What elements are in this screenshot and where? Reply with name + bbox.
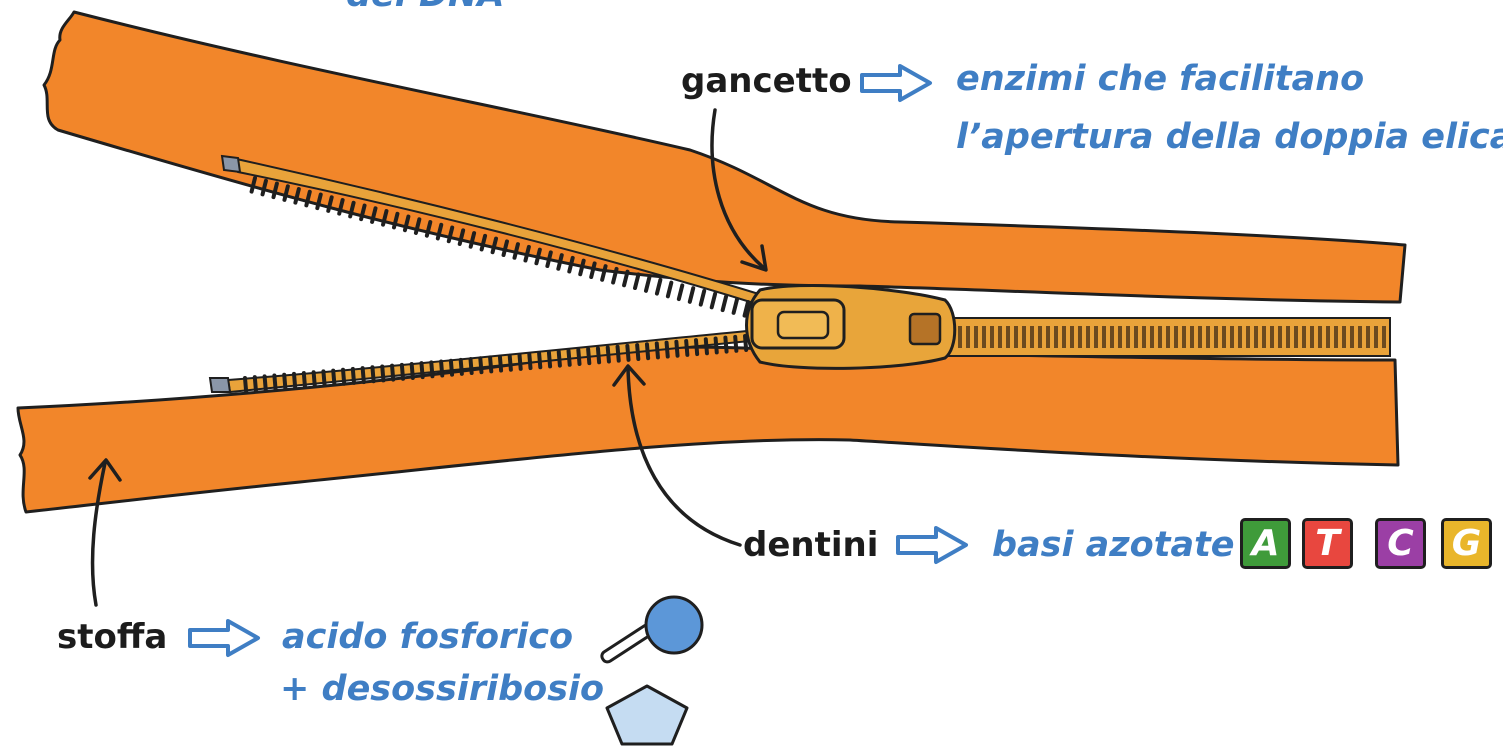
phosphate-circle-icon [600, 597, 702, 664]
base-c-tile: C [1375, 518, 1426, 569]
base-g-tile: G [1441, 518, 1492, 569]
meaning-stoffa-line1: acido fosforico [282, 620, 573, 655]
outline-right-arrow-icon [186, 617, 262, 659]
deoxyribose-pentagon-icon [607, 686, 687, 744]
label-gancetto: gancetto [681, 64, 852, 98]
zipper-lower-fabric [18, 347, 1398, 512]
meaning-dentini: basi azotate [992, 528, 1235, 563]
zipper-upper-fabric [44, 12, 1405, 302]
label-stoffa: stoffa [57, 620, 167, 654]
base-a-tile: A [1240, 518, 1291, 569]
zipper-upper-stop [222, 156, 240, 172]
meaning-gancetto-line1: enzimi che facilitano [956, 62, 1364, 97]
outline-right-arrow-icon [858, 62, 934, 104]
zipper-slider [747, 285, 955, 368]
meaning-stoffa-line2: + desossiribosio [280, 672, 604, 707]
header-partial-text: del DNA [346, 0, 504, 13]
outline-right-arrow-icon [894, 524, 970, 566]
zipper-lower-stop [210, 378, 230, 392]
base-t-tile: T [1302, 518, 1353, 569]
meaning-gancetto-line2: l’apertura della doppia elica [956, 120, 1503, 155]
label-dentini: dentini [743, 528, 878, 562]
